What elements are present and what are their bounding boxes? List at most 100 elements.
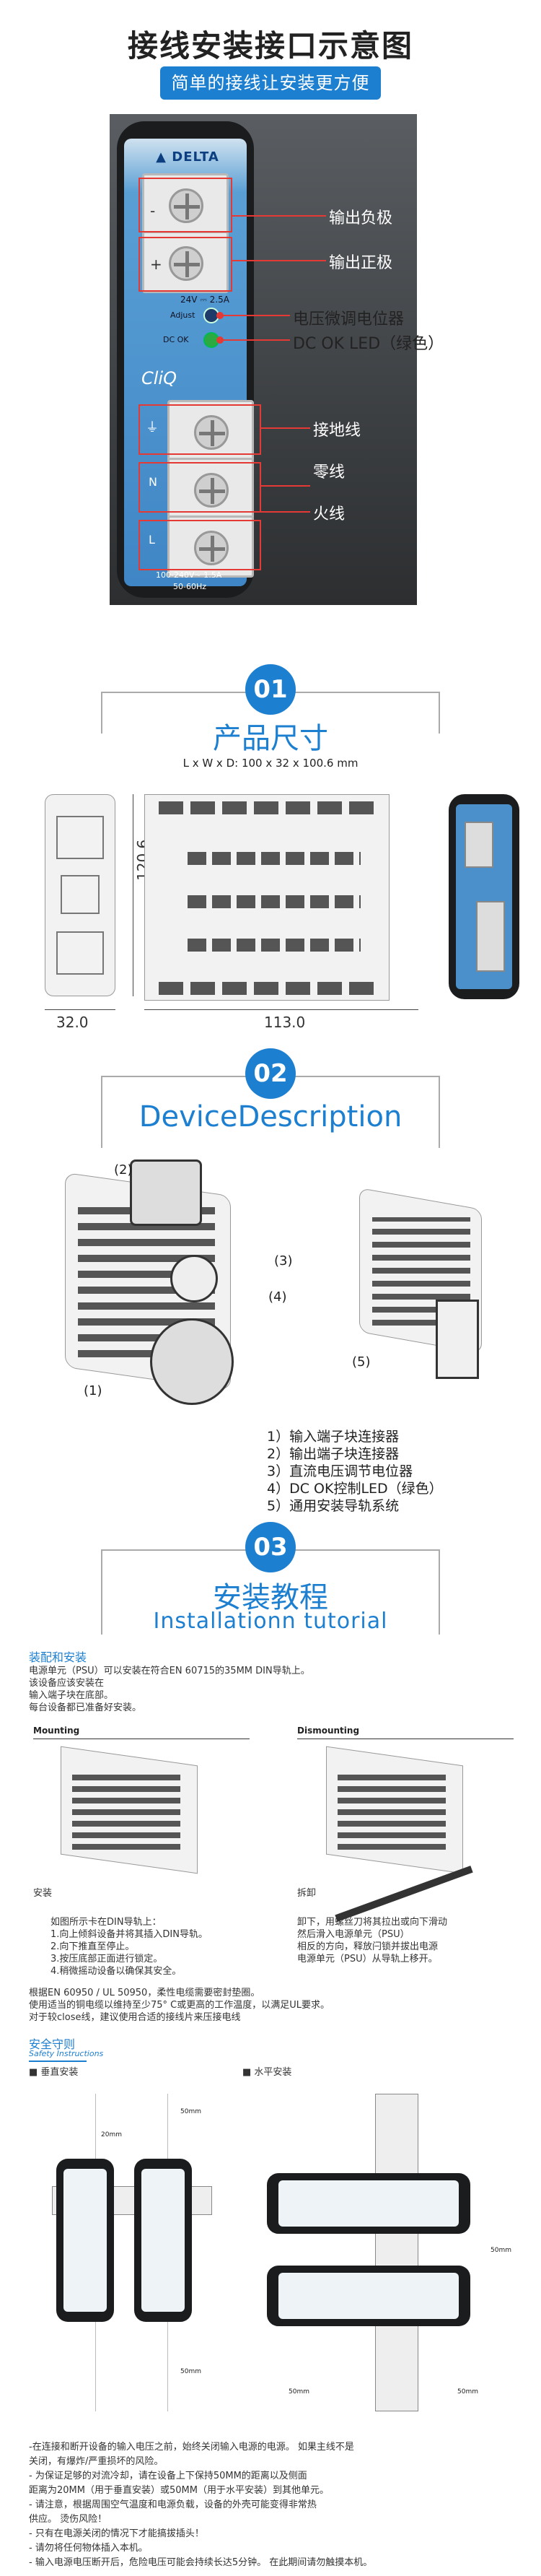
front-view-slot: [56, 931, 104, 975]
front-view-label: [61, 875, 100, 914]
safety-heading: 安全守则: [29, 2037, 76, 2051]
marker-1: (1): [84, 1383, 102, 1398]
highlight-output-negative: [138, 178, 232, 232]
vent-row: [159, 801, 375, 814]
dim-label: 50mm: [180, 2108, 201, 2115]
callout-dot: [216, 336, 224, 344]
screw-icon: [169, 188, 203, 223]
section-number-01: 01: [245, 664, 296, 715]
assembly-text: 电源单元（PSU）可以安装在符合EN 60715的35MM DIN导轨上。该设备…: [29, 1666, 310, 1713]
highlight-ground: [138, 404, 261, 455]
highlight-neutral: [138, 462, 261, 513]
thumbnail-terminal: [465, 822, 493, 868]
mounting-label: Mounting: [33, 1726, 80, 1736]
callout-output-positive: 输出正极: [329, 254, 393, 272]
install-steps: 如图所示卡在DIN导轨上：1.向上倾斜设备并将其插入DIN导轨。2.向下推直至停…: [50, 1917, 208, 1977]
screw-icon: [194, 473, 229, 508]
cable-notes: 根据EN 60950 / UL 50950，柔性电缆需要密封垫圈。使用适当的铜电…: [29, 1988, 330, 2023]
terminal-plus-label: +: [150, 256, 162, 273]
callout-line: [261, 427, 310, 429]
section-subtitle-installation: Installationn tutorial: [153, 1609, 388, 1634]
section-title-description: DeviceDescription: [138, 1100, 403, 1133]
callout-line: [261, 485, 310, 487]
adjust-led-zoom: [170, 1255, 218, 1302]
vent-row: [188, 852, 361, 865]
screw-icon: [194, 531, 229, 565]
dim-label: 50mm: [289, 2388, 309, 2396]
assembly-heading: 装配和安装: [29, 1650, 87, 1664]
output-terminal-zoom: [130, 1159, 202, 1226]
live-label: L: [149, 533, 155, 547]
brand-logo: ▲ DELTA: [156, 149, 219, 165]
ground-label: ⏚: [146, 420, 159, 435]
callout-line: [232, 260, 326, 261]
remove-steps: 卸下，用螺丝刀将其拉出或向下滑动然后滑入电源单元（PSU）相反的方向，释放闩锁并…: [297, 1917, 448, 1964]
front-view-slot: [56, 816, 104, 859]
divider: [29, 2061, 87, 2062]
safety-rules: -在连接和断开设备的输入电压之前，始终关闭输入电源的电源。 如果主线不是关闭，有…: [29, 2442, 373, 2568]
thumbnail-terminal: [476, 901, 505, 972]
psu-unit-vertical-face: [141, 2169, 185, 2312]
model-label: CliQ: [141, 368, 177, 388]
vent-pattern: [338, 1770, 446, 1850]
page-title: 接线安装接口示意图: [127, 28, 413, 64]
section-title-installation: 安装教程: [213, 1581, 328, 1614]
din-rail-vertical: [375, 2094, 418, 2411]
callout-line: [221, 315, 290, 316]
callout-dcok-led: DC OK LED（绿色）: [293, 335, 444, 353]
input-terminal-zoom: [150, 1318, 234, 1405]
dimension-summary: L x W x D: 100 x 32 x 100.6 mm: [182, 757, 359, 770]
marker-2: (2): [114, 1162, 133, 1178]
safety-subheading: Safety Instructions: [29, 2049, 104, 2058]
install-caption: 安装: [33, 1888, 53, 1899]
input-spec-label: 100-240V~ 1.5A: [156, 570, 222, 580]
callout-neutral: 零线: [313, 464, 346, 482]
marker-3: (3): [274, 1253, 293, 1269]
psu-unit-vertical-face: [63, 2169, 107, 2312]
terminal-ground: [167, 400, 254, 462]
screw-icon: [194, 415, 229, 450]
callout-line: [232, 215, 326, 217]
dim-label: 50mm: [491, 2247, 511, 2254]
psu-unit-horizontal-face: [278, 2273, 459, 2319]
callout-line: [261, 511, 310, 513]
subtitle-banner: 简单的接线让安装更方便: [160, 66, 381, 100]
terminal-minus-label: -: [150, 202, 156, 219]
width-dimension: 32.0: [56, 1014, 89, 1031]
vent-row: [188, 895, 361, 908]
screw-icon: [169, 246, 203, 281]
vent-pattern: [72, 1770, 180, 1850]
marker-4: (4): [268, 1289, 287, 1305]
marker-5: (5): [352, 1354, 371, 1370]
horizontal-mount-label: ■ 水平安装: [242, 2067, 292, 2078]
section-number-03: 03: [245, 1522, 296, 1572]
section-number-02: 02: [245, 1048, 296, 1099]
terminal-neutral: [167, 458, 254, 520]
terminal-live: [167, 515, 254, 578]
neutral-label: N: [149, 475, 157, 489]
adjust-label: Adjust: [170, 310, 195, 320]
dim-label: 50mm: [180, 2368, 201, 2375]
vertical-mount-label: ■ 垂直安装: [29, 2067, 79, 2078]
dismounting-label: Dismounting: [297, 1726, 360, 1736]
callout-potentiometer: 电压微调电位器: [293, 310, 405, 328]
callout-live: 火线: [313, 505, 346, 523]
psu-unit-horizontal-face: [278, 2180, 459, 2227]
callout-dot: [216, 312, 224, 319]
frequency-label: 50-60Hz: [173, 582, 207, 591]
voltage-label: 24V ⎓ 2.5A: [180, 295, 229, 305]
dim-label: 20mm: [101, 2131, 122, 2138]
highlight-output-positive: [138, 237, 232, 292]
vent-row: [188, 939, 361, 952]
width-dimension-line: [45, 1009, 115, 1010]
dim-label: 50mm: [457, 2388, 478, 2396]
section-title-dimensions: 产品尺寸: [213, 722, 328, 755]
callout-ground: 接地线: [313, 422, 361, 440]
depth-dimension-line: [144, 1009, 418, 1010]
callout-output-negative: 输出负极: [329, 209, 393, 227]
callout-line: [221, 339, 290, 341]
highlight-live: [138, 520, 261, 570]
dcok-label: DC OK: [163, 335, 189, 344]
screwdriver-icon: [335, 1866, 473, 1922]
